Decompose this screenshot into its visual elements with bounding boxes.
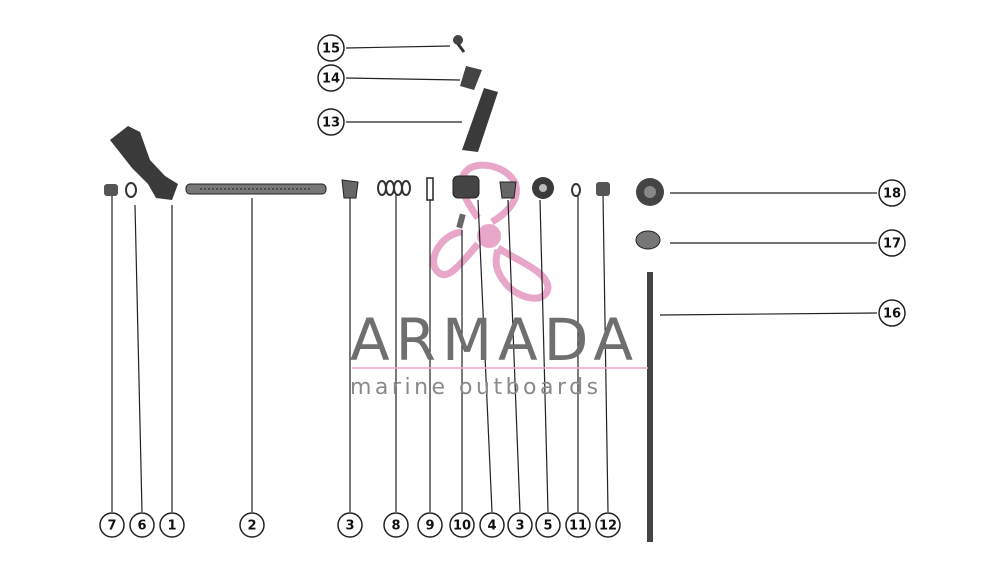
watermark-tagline: marine outboards — [350, 375, 602, 400]
part-11-washer — [571, 183, 581, 197]
callout-13-label: 13 — [322, 116, 340, 131]
callout-16 — [878, 299, 906, 327]
part-2-shaft — [185, 183, 327, 195]
part-18-knob — [636, 178, 664, 206]
part-6-washer — [125, 182, 137, 198]
callout-4 — [479, 512, 505, 538]
callout-11-label: 11 — [569, 519, 587, 534]
callout-14 — [317, 64, 345, 92]
callout-9-label: 9 — [425, 519, 434, 534]
callout-17-label: 17 — [883, 237, 901, 252]
leader-lines — [111, 45, 878, 513]
part-9-pin — [426, 177, 434, 201]
callout-8-label: 8 — [391, 519, 400, 534]
callout-1 — [159, 512, 185, 538]
part-17-clip — [635, 230, 661, 250]
propeller-logo-icon — [430, 161, 552, 302]
part-1-steering-handle — [110, 126, 178, 200]
callout-15 — [317, 34, 345, 62]
part-14-plate — [460, 66, 482, 90]
callout-3b — [507, 512, 533, 538]
callout-7-label: 7 — [107, 519, 116, 534]
callout-17 — [878, 229, 906, 257]
part-15-screw — [453, 35, 466, 53]
callout-7 — [99, 512, 125, 538]
callout-6 — [129, 512, 155, 538]
part-10-key — [456, 213, 466, 229]
callout-11 — [565, 512, 591, 538]
part-5-drive-gear — [532, 177, 554, 199]
callout-15-label: 15 — [322, 42, 340, 57]
callout-8 — [383, 512, 409, 538]
callout-14-label: 14 — [322, 72, 340, 87]
callout-6-label: 6 — [137, 519, 146, 534]
callouts — [99, 34, 906, 538]
part-12-nut — [596, 182, 610, 196]
callout-5 — [535, 512, 561, 538]
callout-2-label: 2 — [247, 519, 256, 534]
part-16-rod — [647, 272, 653, 542]
callout-16-label: 16 — [883, 307, 901, 322]
callout-5-label: 5 — [543, 519, 552, 534]
callout-18-label: 18 — [883, 187, 901, 202]
callout-12-label: 12 — [599, 519, 617, 534]
watermark-brand: ARMADA — [350, 306, 640, 374]
callout-10-label: 10 — [453, 519, 471, 534]
callout-3a — [337, 512, 363, 538]
callout-12 — [595, 512, 621, 538]
part-3-bushing — [341, 179, 359, 199]
callout-13 — [317, 108, 345, 136]
part-13-bracket — [462, 88, 498, 152]
part-8-spring — [377, 180, 411, 196]
part-7-nut — [104, 184, 118, 196]
callout-9 — [417, 512, 443, 538]
callout-1-label: 1 — [167, 519, 176, 534]
callout-4-label: 4 — [487, 519, 496, 534]
callout-3a-label: 3 — [345, 519, 354, 534]
callout-18 — [878, 179, 906, 207]
callout-3b-label: 3 — [515, 519, 524, 534]
part-4-gear — [452, 175, 480, 199]
callout-2 — [239, 512, 265, 538]
callout-10 — [449, 512, 475, 538]
part-3b-bushing — [499, 181, 517, 199]
